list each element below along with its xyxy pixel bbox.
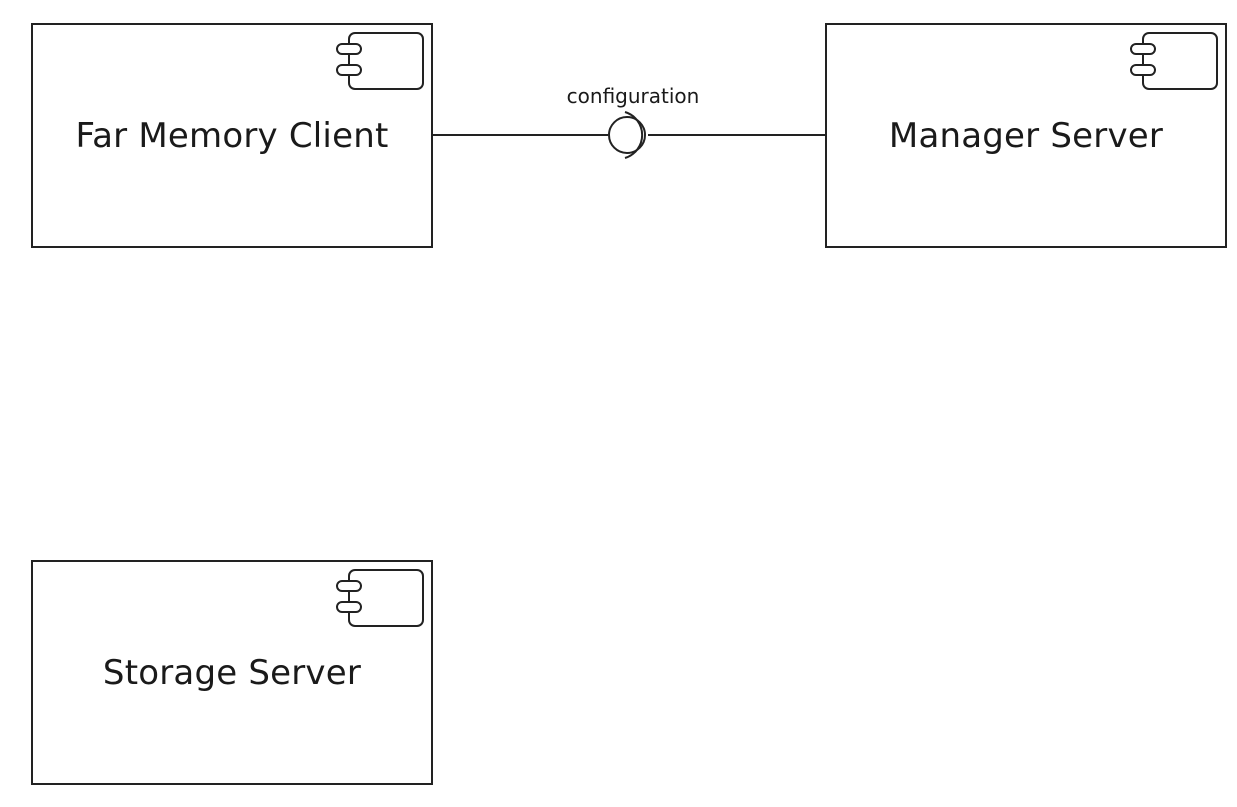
component-title: Manager Server — [888, 115, 1164, 156]
interface-label: configuration — [566, 84, 700, 108]
component-far-memory-client[interactable]: Far Memory Client — [31, 23, 433, 248]
uml-component-icon — [1130, 32, 1218, 90]
uml-component-icon — [336, 569, 424, 627]
component-storage-server[interactable]: Storage Server — [31, 560, 433, 785]
component-title: Storage Server — [102, 652, 362, 693]
component-manager-server[interactable]: Manager Server — [825, 23, 1227, 248]
component-title: Far Memory Client — [75, 115, 389, 156]
required-interface-socket — [624, 111, 644, 159]
uml-component-icon — [336, 32, 424, 90]
provided-interface-ball — [608, 116, 646, 154]
lollipop-socket-icon — [608, 111, 646, 159]
